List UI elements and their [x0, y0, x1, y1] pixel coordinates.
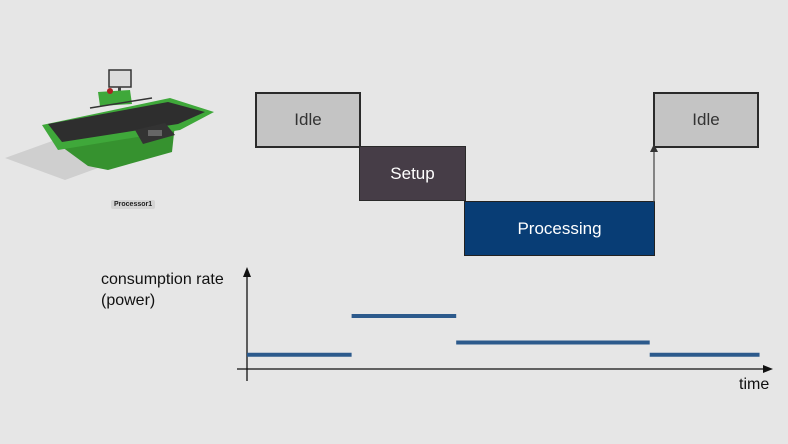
y-axis-label-line-2: (power) — [101, 292, 156, 309]
y-axis-label-line-1: consumption rate — [101, 271, 224, 288]
arrowhead-icon — [650, 144, 658, 152]
state-label: Idle — [692, 110, 720, 129]
state-box-idle-start: Idle — [255, 92, 361, 148]
y-axis — [243, 267, 251, 381]
x-axis — [237, 365, 773, 373]
state-box-processing: Processing — [464, 201, 655, 256]
machine-body — [42, 69, 214, 170]
series-segments — [247, 313, 760, 357]
state-label: Idle — [294, 110, 322, 129]
machine-shadow — [5, 140, 120, 180]
state-box-idle-end: Idle — [653, 92, 759, 148]
transition-arrow — [650, 144, 658, 202]
y-axis-arrow-icon — [243, 267, 251, 277]
state-label: Processing — [517, 218, 602, 238]
processor-machine-illustration — [5, 69, 214, 180]
x-axis-label: time — [739, 376, 770, 393]
state-box-setup: Setup — [359, 146, 466, 201]
processor-label: Processor1 — [111, 200, 156, 209]
x-axis-arrow-icon — [763, 365, 773, 373]
state-label: Setup — [390, 163, 435, 183]
y-axis-label: consumption rate (power) — [101, 269, 224, 311]
